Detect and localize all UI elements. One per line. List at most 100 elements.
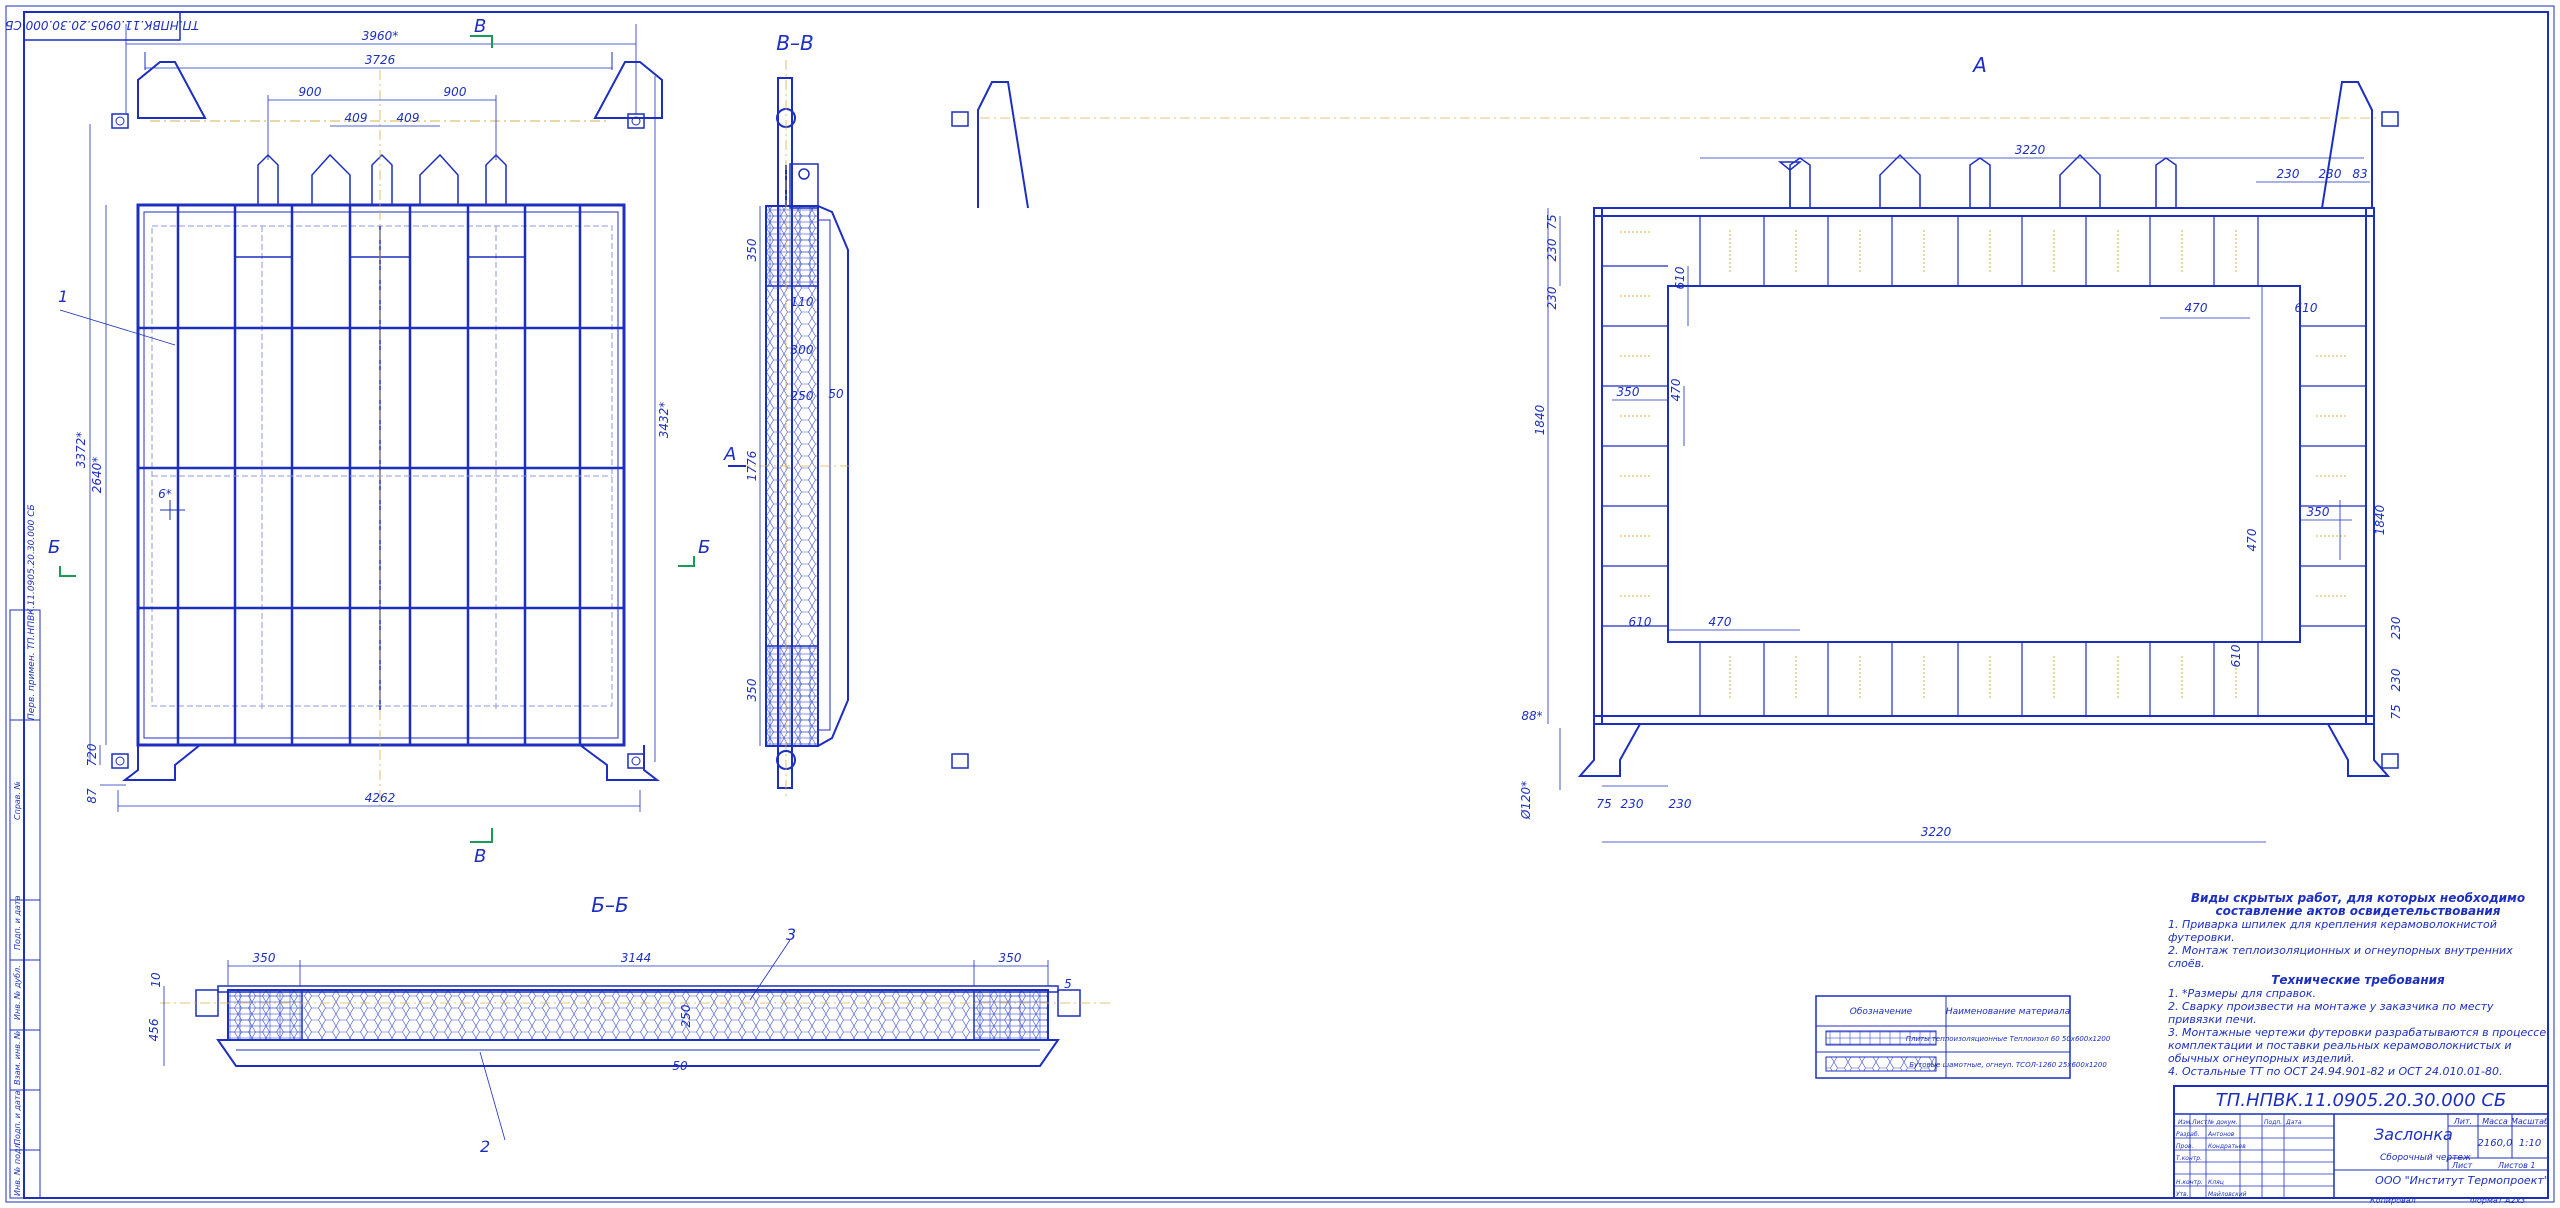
- title-role-5: Разраб.: [2176, 1131, 2200, 1138]
- dim-900-right: 900: [444, 85, 467, 99]
- dim-v-300: 300: [791, 343, 814, 357]
- dim-a-610-1: 610: [1673, 266, 1687, 289]
- dim-v-1776: 1776: [745, 450, 759, 481]
- dim-a-1840-left: 1840: [1533, 404, 1547, 435]
- cut-b-left: Б: [48, 537, 60, 558]
- front-view: [111, 52, 663, 781]
- dim-a-230-2: 230: [2319, 167, 2342, 181]
- dim-409-right: 409: [397, 111, 420, 125]
- dim-b-5: 5: [1064, 977, 1072, 991]
- side-label-1: Подп. и дата: [13, 895, 22, 950]
- tech-req-1: 1. *Размеры для справок.: [2168, 987, 2317, 1000]
- section-v-view: [728, 60, 850, 800]
- callout-3: 3: [786, 925, 796, 944]
- tech-req-4: 4. Остальные ТТ по ОСТ 24.94.901-82 и ОС…: [2168, 1065, 2503, 1078]
- tech-req-2: 2. Сварку произвести на монтаже у заказч…: [2168, 1000, 2494, 1026]
- hidden-work-1: 1. Приварка шпилек для крепления керамов…: [2168, 918, 2497, 944]
- title-doc-type: Сборочный чертеж: [2380, 1153, 2472, 1163]
- section-b-view: [160, 939, 1110, 1141]
- title-role-0: Изм.: [2178, 1119, 2192, 1126]
- dim-409-left: 409: [345, 111, 368, 125]
- dim-a-83: 83: [2352, 167, 2367, 181]
- side-strip: Перв. примен. ТП.НПВК.11.0905.20.30.000 …: [9, 504, 41, 1199]
- dim-3726: 3726: [365, 53, 396, 67]
- cut-markers: В В Б Б: [48, 16, 710, 867]
- section-v-title: В–В: [776, 31, 813, 55]
- tech-req-3: 3. Монтажные чертежи футеровки разрабаты…: [2168, 1026, 2547, 1065]
- title-role-2: № докум.: [2207, 1119, 2238, 1126]
- dim-a-75-top: 75: [1545, 214, 1559, 229]
- dim-a-470-4: 470: [1709, 615, 1732, 629]
- title-name-0: Антонов: [2207, 1131, 2235, 1138]
- title-lit-label: Лит.: [2453, 1117, 2472, 1126]
- dim-a-230-3: 230: [1545, 238, 1559, 261]
- dim-87: 87: [85, 788, 99, 804]
- cut-b-right: Б: [698, 537, 710, 558]
- dim-a-d120: Ø120*: [1519, 781, 1533, 820]
- legend-col1: Обозначение: [1850, 1007, 1913, 1017]
- title-scale-label: Масштаб: [2511, 1117, 2549, 1126]
- dim-a-350-2: 350: [2307, 505, 2330, 519]
- title-role-1: Лист: [2191, 1119, 2208, 1126]
- title-role-7: Т.контр.: [2176, 1155, 2202, 1162]
- callout-1: 1: [58, 287, 68, 306]
- dim-v-350-top: 350: [745, 238, 759, 261]
- dim-a-3220-bottom: 3220: [1921, 825, 1952, 839]
- legend-row-2: Бутовые шамотные, огнеуп. ТСОЛ-1260 25х6…: [1909, 1061, 2107, 1069]
- dim-a-88: 88*: [1521, 709, 1542, 723]
- side-label-3: Взам. инв. №: [13, 1031, 22, 1085]
- side-label-4: Подп. и дата: [13, 1090, 22, 1145]
- dim-a-230-6: 230: [2389, 668, 2403, 691]
- view-a: [951, 81, 2399, 777]
- side-label-5: Инв. № подл.: [13, 1141, 22, 1196]
- view-a-title: А: [1971, 53, 1987, 77]
- legend-row-1: Плиты теплоизоляционные Теплоизол 60 50х…: [1906, 1035, 2111, 1043]
- dim-a-470-1: 470: [1669, 378, 1683, 401]
- cut-v-bottom: В: [474, 846, 486, 867]
- dim-3960: 3960*: [362, 29, 399, 43]
- dim-a-230-5: 230: [2389, 616, 2403, 639]
- hidden-works-title: Виды скрытых работ, для которых необходи…: [2190, 891, 2526, 918]
- dim-720: 720: [85, 743, 99, 766]
- dim-a-75-low: 75: [1596, 797, 1611, 811]
- title-name: Заслонка: [2374, 1125, 2453, 1144]
- dim-v-350-bottom: 350: [745, 678, 759, 701]
- title-role-4: Дата: [2285, 1119, 2302, 1126]
- side-label-2: Инв. № дубл.: [13, 965, 22, 1020]
- title-copied: Копировал: [2370, 1196, 2416, 1205]
- dim-b-3144: 3144: [621, 951, 652, 965]
- dim-v-250: 250: [791, 389, 814, 403]
- title-mass: 2160,0: [2478, 1138, 2513, 1149]
- dim-6: 6*: [158, 487, 172, 501]
- dim-2640: 2640*: [90, 457, 104, 494]
- dim-3432: 3432*: [657, 402, 671, 439]
- title-code: ТП.НПВК.11.0905.20.30.000 СБ: [2216, 1090, 2507, 1111]
- title-scale: 1:10: [2519, 1138, 2541, 1149]
- title-name-1: Кондратьев: [2208, 1143, 2246, 1150]
- dim-a-230-7: 230: [1621, 797, 1644, 811]
- title-mass-label: Масса: [2482, 1117, 2508, 1126]
- outer-border: [5, 5, 2555, 1203]
- dim-a-470-3: 470: [2245, 528, 2259, 551]
- side-stamp-text: Перв. примен. ТП.НПВК.11.0905.20.30.000 …: [27, 504, 37, 720]
- dim-b-250: 250: [679, 1004, 693, 1027]
- dim-a-230-1: 230: [2277, 167, 2300, 181]
- view-a-dimensions: [1547, 157, 2370, 843]
- dim-a-75-bottom: 75: [2389, 704, 2403, 719]
- notes-block: Виды скрытых работ, для которых необходи…: [2168, 891, 2548, 1079]
- title-block: [2173, 1085, 2549, 1199]
- cut-v-top: В: [474, 16, 486, 37]
- title-org: ООО "Институт Термопроект": [2375, 1174, 2549, 1187]
- dim-a-230-8: 230: [1669, 797, 1692, 811]
- dim-4262: 4262: [365, 791, 396, 805]
- title-format: Формат А2х3: [2470, 1196, 2525, 1205]
- title-name-3: Майловский: [2208, 1191, 2247, 1198]
- dim-a-350-1: 350: [1617, 385, 1640, 399]
- title-role-9: Утв.: [2176, 1191, 2189, 1198]
- dim-b-50: 50: [672, 1059, 688, 1073]
- dim-b-456: 456: [147, 1018, 161, 1041]
- section-b-title: Б–Б: [591, 893, 628, 917]
- callout-2: 2: [480, 1137, 490, 1156]
- dim-900-left: 900: [299, 85, 322, 99]
